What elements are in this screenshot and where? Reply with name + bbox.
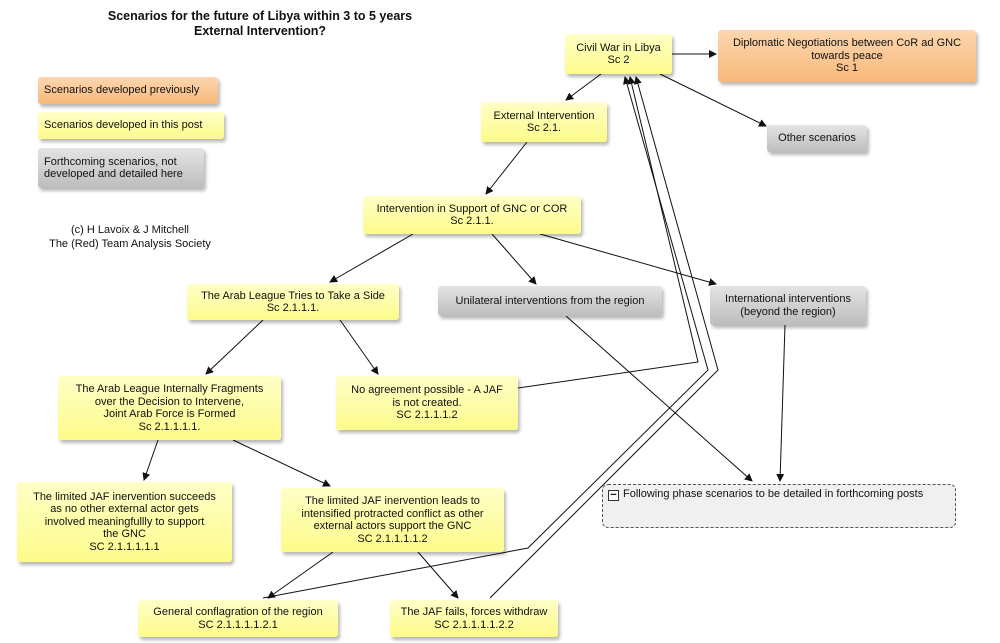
edge-support-arableague bbox=[329, 233, 414, 283]
node-succeeds-line-3: involved meaningfullly to support bbox=[44, 515, 205, 528]
node-succeeds-line-4: the GNC bbox=[103, 528, 146, 541]
edge-support-international bbox=[539, 233, 717, 286]
node-arab-league-code: Sc 2.1.1.1. bbox=[266, 302, 320, 314]
legend-forthcoming-line-2: developed and detailed here bbox=[44, 168, 183, 180]
edge-protracted-fails bbox=[417, 551, 459, 599]
edge-conflagration-civilwar bbox=[262, 76, 709, 599]
node-no-agreement[interactable]: No agreement possible - A JAF is not cre… bbox=[336, 376, 518, 430]
node-fragments-line-1: The Arab League Internally Fragments bbox=[75, 383, 264, 395]
node-international-line-1: International interventions bbox=[725, 293, 851, 305]
node-succeeds-line-1: The limited JAF inervention succeeds bbox=[33, 490, 216, 503]
node-arab-league-fragments[interactable]: The Arab League Internally Fragments ove… bbox=[58, 376, 281, 440]
node-international-interventions[interactable]: International interventions (beyond the … bbox=[710, 286, 866, 325]
collapse-button[interactable]: − bbox=[608, 490, 619, 501]
node-jaf-protracted[interactable]: The limited JAF inervention leads to int… bbox=[281, 488, 504, 552]
node-unilateral-title: Unilateral interventions from the region bbox=[455, 294, 645, 307]
node-fragments-line-2: over the Decision to Intervene, bbox=[94, 395, 245, 408]
node-other-title: Other scenarios bbox=[778, 132, 856, 145]
node-conflagration-code: SC 2.1.1.1.1.2.1 bbox=[198, 618, 278, 631]
edge-civilwar-other bbox=[659, 73, 767, 127]
node-support-gnc-cor[interactable]: Intervention in Support of GNC or COR Sc… bbox=[363, 196, 581, 234]
node-no-agreement-line-1: No agreement possible - A JAF bbox=[351, 384, 503, 397]
node-international-line-2: (beyond the region) bbox=[740, 305, 836, 318]
title-line-1: Scenarios for the future of Libya within… bbox=[107, 9, 413, 23]
node-no-agreement-line-2: is not created. bbox=[392, 396, 462, 409]
copyright-line-1: (c) H Lavoix & J Mitchell bbox=[71, 224, 189, 236]
edge-arableague-fragments bbox=[205, 319, 264, 375]
node-support-code: Sc 2.1.1. bbox=[450, 215, 494, 227]
edge-arableague-noagreement bbox=[339, 319, 379, 375]
node-external-title: External Intervention bbox=[493, 109, 595, 122]
legend-previous-label: Scenarios developed previously bbox=[44, 84, 200, 97]
node-protracted-line-1: The limited JAF inervention leads to bbox=[305, 495, 480, 507]
legend-forthcoming: Forthcoming scenarios, not developed and… bbox=[38, 148, 204, 188]
node-general-conflagration[interactable]: General conflagration of the region SC 2… bbox=[138, 600, 338, 637]
diagram-title: Scenarios for the future of Libya within… bbox=[40, 9, 480, 39]
legend-this-post: Scenarios developed in this post bbox=[38, 112, 224, 139]
node-civil-war-title: Civil War in Libya bbox=[576, 41, 661, 54]
title-line-2: External Intervention? bbox=[194, 24, 326, 38]
node-fragments-code: Sc 2.1.1.1.1. bbox=[138, 420, 201, 433]
edge-fragments-protracted bbox=[232, 439, 331, 487]
following-phase-box[interactable]: − Following phase scenarios to be detail… bbox=[602, 484, 956, 528]
copyright-line-2: The (Red) Team Analysis Society bbox=[49, 238, 211, 250]
copyright-notice: (c) H Lavoix & J Mitchell The (Red) Team… bbox=[30, 223, 230, 251]
edge-civilwar-external bbox=[565, 73, 602, 101]
node-external-code: Sc 2.1. bbox=[526, 122, 562, 134]
edge-external-support bbox=[485, 141, 528, 195]
node-protracted-code: SC 2.1.1.1.1.2 bbox=[357, 532, 428, 545]
legend-this-post-label: Scenarios developed in this post bbox=[44, 119, 203, 132]
edge-noagreement-civilwar bbox=[517, 76, 699, 389]
node-unilateral-interventions[interactable]: Unilateral interventions from the region bbox=[438, 286, 662, 316]
node-diplomatic-line-1: Diplomatic Negotiations between CoR ad G… bbox=[732, 37, 962, 50]
edge-fragments-succeeds bbox=[142, 439, 159, 481]
node-diplomatic-code: Sc 1 bbox=[835, 62, 858, 75]
node-conflagration-title: General conflagration of the region bbox=[153, 606, 323, 618]
node-fails-title: The JAF fails, forces withdraw bbox=[400, 606, 548, 618]
node-succeeds-code: SC 2.1.1.1.1.1 bbox=[89, 540, 160, 553]
edge-unilateral-following bbox=[565, 315, 753, 482]
node-fails-code: SC 2.1.1.1.1.2.2 bbox=[434, 618, 514, 631]
edge-international-following bbox=[776, 324, 786, 482]
legend-previous: Scenarios developed previously bbox=[38, 77, 218, 104]
node-succeeds-line-2: as no other external actor gets bbox=[50, 503, 199, 516]
node-fragments-line-3: Joint Arab Force is Formed bbox=[103, 408, 236, 420]
edge-fails-civilwar bbox=[489, 76, 719, 599]
following-phase-label: Following phase scenarios to be detailed… bbox=[623, 488, 924, 500]
node-protracted-line-2: intensified protracted conflict as other bbox=[301, 507, 484, 520]
node-arab-league-title: The Arab League Tries to Take a Side bbox=[201, 289, 385, 302]
node-external-intervention[interactable]: External Intervention Sc 2.1. bbox=[481, 102, 607, 142]
node-diplomatic-line-2: towards peace bbox=[811, 49, 883, 62]
node-no-agreement-code: SC 2.1.1.1.2 bbox=[396, 409, 458, 422]
legend-forthcoming-line-1: Forthcoming scenarios, not bbox=[44, 155, 177, 168]
node-jaf-succeeds[interactable]: The limited JAF inervention succeeds as … bbox=[17, 482, 232, 562]
node-civil-war-code: Sc 2 bbox=[607, 54, 630, 66]
node-support-title: Intervention in Support of GNC or COR bbox=[376, 202, 568, 215]
edge-support-unilateral bbox=[491, 233, 537, 285]
node-jaf-fails[interactable]: The JAF fails, forces withdraw SC 2.1.1.… bbox=[390, 600, 558, 637]
edge-protracted-conflagration bbox=[267, 551, 334, 599]
node-protracted-line-3: external actors support the GNC bbox=[313, 520, 472, 532]
node-arab-league[interactable]: The Arab League Tries to Take a Side Sc … bbox=[187, 284, 399, 320]
node-diplomatic-negotiations[interactable]: Diplomatic Negotiations between CoR ad G… bbox=[718, 30, 976, 82]
node-civil-war[interactable]: Civil War in Libya Sc 2 bbox=[565, 34, 672, 74]
node-other-scenarios[interactable]: Other scenarios bbox=[767, 125, 867, 152]
